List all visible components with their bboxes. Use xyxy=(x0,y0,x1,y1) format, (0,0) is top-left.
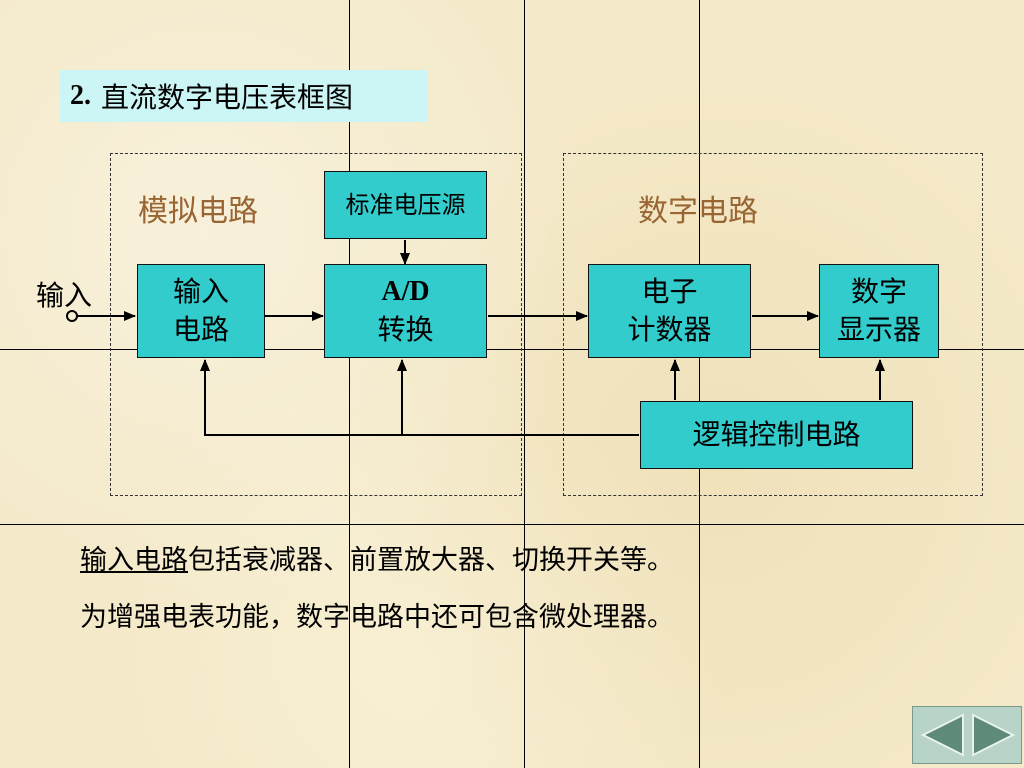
display-line1: 数字 xyxy=(850,275,907,308)
input-label: 输入 xyxy=(36,279,93,312)
title-text: 直流数字电压表框图 xyxy=(101,81,354,114)
counter-line1: 电子 xyxy=(641,275,698,308)
note-line-1-rest: 包括衰减器、前置放大器、切换开关等。 xyxy=(188,545,674,576)
triangle-right-icon[interactable] xyxy=(969,711,1017,759)
note-line-2: 为增强电表功能，数字电路中还可包含微处理器。 xyxy=(80,602,674,633)
reference-source-block: 标准电压源 xyxy=(324,171,487,239)
arrow-logic-to-input-circuit xyxy=(200,359,639,436)
slide-navigation xyxy=(912,706,1022,764)
counter-block: 电子 计数器 xyxy=(588,264,751,358)
ad-converter-block: A/D 转换 xyxy=(324,264,487,358)
guide-line-vertical xyxy=(699,0,700,768)
analog-section-label: 模拟电路 xyxy=(138,194,258,229)
digital-section-label: 数字电路 xyxy=(638,194,758,229)
logic-control-label: 逻辑控制电路 xyxy=(692,418,861,451)
digital-section-box xyxy=(563,153,983,496)
guide-line-vertical xyxy=(524,0,525,768)
input-circuit-block: 输入 电路 xyxy=(137,264,265,358)
guide-line-horizontal xyxy=(0,524,1024,525)
input-circuit-line1: 输入 xyxy=(172,275,229,308)
slide-title: 2. 直流数字电压表框图 xyxy=(60,70,428,122)
guide-line-vertical xyxy=(349,0,350,768)
ad-converter-line2: 转换 xyxy=(377,313,434,346)
logic-control-block: 逻辑控制电路 xyxy=(640,401,913,469)
input-circuit-line2: 电路 xyxy=(172,313,229,346)
analog-section-box xyxy=(110,153,522,496)
reference-source-label: 标准电压源 xyxy=(345,191,466,219)
display-line2: 显示器 xyxy=(836,313,921,346)
title-number: 2. xyxy=(70,80,91,111)
note-underlined-term: 输入电路 xyxy=(80,545,188,576)
counter-line2: 计数器 xyxy=(627,313,712,346)
triangle-left-icon[interactable] xyxy=(919,711,967,759)
display-block: 数字 显示器 xyxy=(819,264,939,358)
ad-converter-line1: A/D xyxy=(381,276,430,307)
guide-line-horizontal xyxy=(0,349,1024,350)
note-line-1: 输入电路包括衰减器、前置放大器、切换开关等。 xyxy=(80,538,674,577)
